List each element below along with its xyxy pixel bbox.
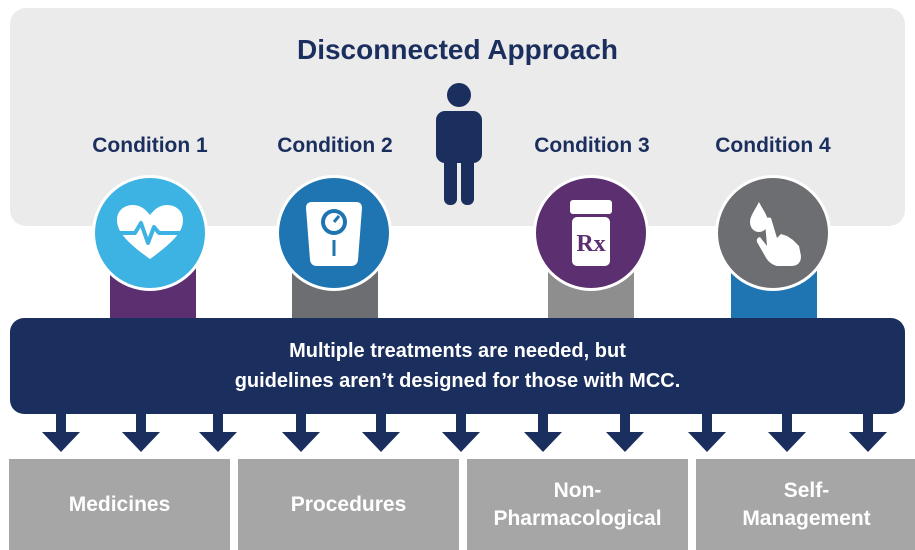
- down-arrow-icon: [768, 412, 806, 452]
- treatment-label-line-2: Management: [742, 506, 871, 530]
- condition-3-circle: Rx: [533, 175, 649, 291]
- scale-icon: [306, 202, 362, 266]
- down-arrow-icon: [849, 412, 887, 452]
- condition-2-circle: [276, 175, 392, 291]
- person-icon: [432, 83, 486, 205]
- treatment-label-line-1: Non-: [553, 478, 602, 502]
- down-arrow-icon: [442, 412, 480, 452]
- down-arrow-icon: [688, 412, 726, 452]
- condition-4-circle: [715, 175, 831, 291]
- treatment-label: Medicines: [68, 492, 171, 516]
- treatment-box-non-pharmacological: Non- Pharmacological: [467, 459, 688, 550]
- banner-line-2: guidelines aren’t designed for those wit…: [234, 370, 681, 392]
- down-arrow-icon: [606, 412, 644, 452]
- down-arrow-icon: [362, 412, 400, 452]
- treatment-box-medicines: Medicines: [9, 459, 230, 550]
- banner-line-1: Multiple treatments are needed, but: [289, 340, 626, 362]
- hand-drop-icon: [750, 202, 801, 266]
- treatment-label-line-2: Pharmacological: [493, 506, 662, 530]
- diagram-title: Disconnected Approach: [296, 34, 618, 65]
- heart-pulse-icon: [115, 205, 185, 259]
- down-arrow-icon: [42, 412, 80, 452]
- treatment-label-line-1: Self-: [783, 478, 830, 502]
- condition-3-label: Condition 3: [534, 134, 650, 157]
- condition-1-label: Condition 1: [92, 134, 208, 157]
- down-arrow-icon: [524, 412, 562, 452]
- rx-label: Rx: [576, 231, 605, 257]
- down-arrow-icon: [122, 412, 160, 452]
- condition-1-circle: [92, 175, 208, 291]
- condition-2-label: Condition 2: [277, 134, 393, 157]
- treatment-box-self-management: Self- Management: [696, 459, 915, 550]
- treatment-box-procedures: Procedures: [238, 459, 459, 550]
- treatment-label: Procedures: [290, 492, 407, 516]
- treatment-banner: Multiple treatments are needed, but guid…: [10, 318, 905, 414]
- pill-bottle-icon: Rx: [570, 200, 612, 266]
- down-arrow-icon: [199, 412, 237, 452]
- condition-4-label: Condition 4: [715, 134, 831, 157]
- down-arrow-icon: [282, 412, 320, 452]
